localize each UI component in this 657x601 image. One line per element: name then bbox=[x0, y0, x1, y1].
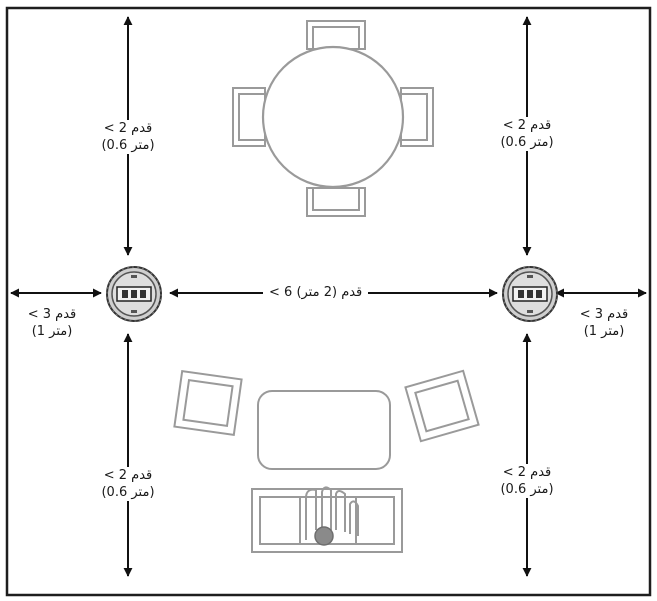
label-top-left-line2: (0.6 متر) bbox=[101, 138, 155, 153]
label-left-side: < 3 قدم (1 متر) bbox=[8, 306, 96, 340]
chair-left bbox=[232, 87, 266, 147]
label-top-right: < 2 قدم (0.6 متر) bbox=[479, 117, 575, 151]
chair-right bbox=[400, 87, 434, 147]
ceiling-sensor-icon bbox=[106, 266, 162, 322]
label-top-left: < 2 قدم (0.6 متر) bbox=[80, 120, 176, 154]
label-top-right-line1: < 2 قدم bbox=[502, 118, 552, 133]
label-right-side-line2: (1 متر) bbox=[583, 324, 625, 339]
label-bottom-left-line2: (0.6 متر) bbox=[101, 485, 155, 500]
sofa-icon bbox=[251, 486, 403, 553]
label-top-right-line2: (0.6 متر) bbox=[500, 135, 554, 150]
label-left-side-line1: < 3 قدم bbox=[27, 307, 77, 322]
coffee-table-icon bbox=[257, 390, 391, 470]
armchair-icon bbox=[173, 369, 243, 437]
label-bottom-right: < 2 قدم (0.6 متر) bbox=[479, 464, 575, 498]
ceiling-sensor-icon bbox=[502, 266, 558, 322]
label-right-side-line1: < 3 قدم bbox=[579, 307, 629, 322]
label-bottom-left: < 2 قدم (0.6 متر) bbox=[80, 467, 176, 501]
label-middle: < 6 قدم (2 متر) bbox=[263, 284, 369, 301]
label-bottom-right-line1: < 2 قدم bbox=[502, 465, 552, 480]
armchair-icon bbox=[404, 369, 480, 443]
room-frame bbox=[5, 6, 652, 597]
chair-top bbox=[306, 20, 366, 50]
label-middle-line1: < 6 قدم (2 متر) bbox=[269, 285, 363, 300]
label-right-side: < 3 قدم (1 متر) bbox=[560, 306, 648, 340]
lamp-icon bbox=[314, 526, 334, 546]
label-bottom-right-line2: (0.6 متر) bbox=[500, 482, 554, 497]
label-left-side-line2: (1 متر) bbox=[31, 324, 73, 339]
label-bottom-left-line1: < 2 قدم bbox=[103, 468, 153, 483]
chair-bottom bbox=[306, 187, 366, 217]
round-table-icon bbox=[232, 20, 434, 217]
label-top-left-line1: < 2 قدم bbox=[103, 121, 153, 136]
